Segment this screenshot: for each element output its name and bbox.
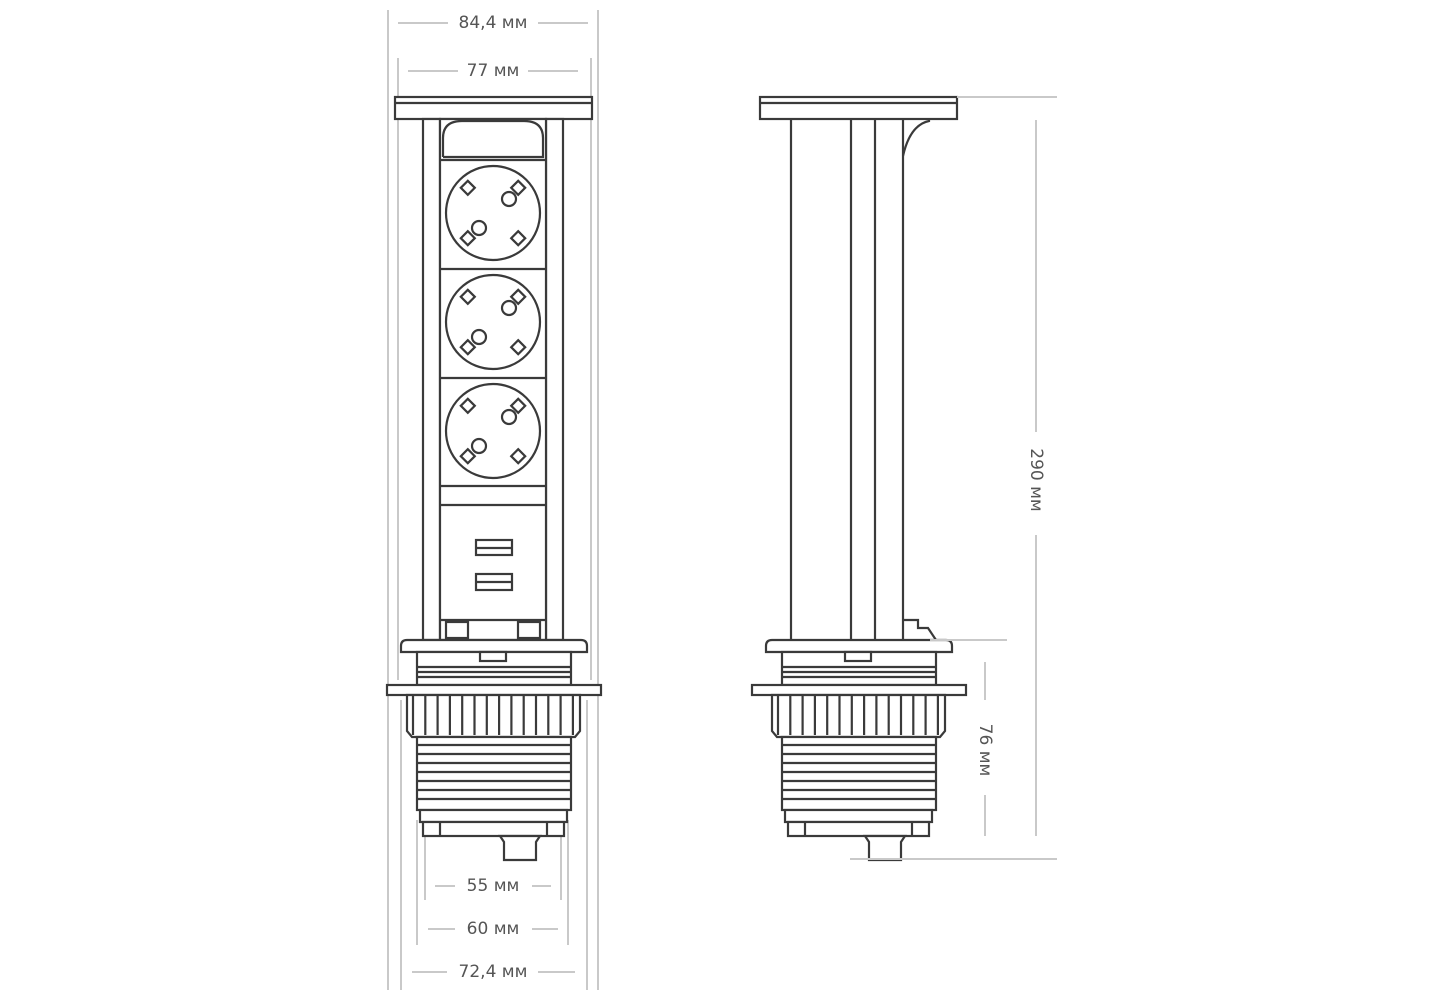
- mounting-plate: [750, 683, 968, 697]
- flange: [764, 638, 954, 654]
- usb-panel: [440, 503, 546, 640]
- flange: [399, 638, 589, 654]
- base-assembly: [385, 638, 603, 862]
- left-post: [421, 117, 442, 642]
- socket-icon: [440, 158, 546, 262]
- dim-bottom-55: 55 мм: [467, 876, 520, 896]
- front-dimension-lines: [387, 10, 599, 990]
- dim-bottom-60: 60 мм: [467, 919, 520, 939]
- dim-height-total: 290 мм: [1026, 448, 1046, 512]
- ribbed-ring: [405, 693, 582, 739]
- mounting-plate: [385, 683, 603, 697]
- dim-height-base: 76 мм: [975, 724, 995, 777]
- socket-icon: [440, 376, 546, 488]
- threaded-sleeve: [780, 735, 938, 812]
- threaded-sleeve: [415, 735, 573, 812]
- side-dimension-lines: [850, 96, 1057, 860]
- socket-icon: [440, 267, 546, 371]
- top-panel: [441, 119, 545, 159]
- side-base-assembly: [750, 638, 968, 862]
- dim-top-inner: 77 мм: [467, 61, 520, 81]
- cable-outlet: [862, 834, 908, 862]
- top-cap: [393, 95, 594, 121]
- side-view: 290 мм 76 мм: [750, 95, 1057, 862]
- ribbed-ring: [770, 693, 947, 739]
- dim-top-outer: 84,4 мм: [459, 13, 528, 33]
- side-top-cap: [758, 95, 959, 121]
- right-post: [544, 117, 565, 642]
- dim-bottom-72: 72,4 мм: [459, 962, 528, 982]
- cable-outlet: [497, 834, 543, 862]
- front-view: 84,4 мм 77 мм 55 мм 60 мм 72,4 мм: [385, 10, 603, 990]
- sockets: [440, 158, 546, 488]
